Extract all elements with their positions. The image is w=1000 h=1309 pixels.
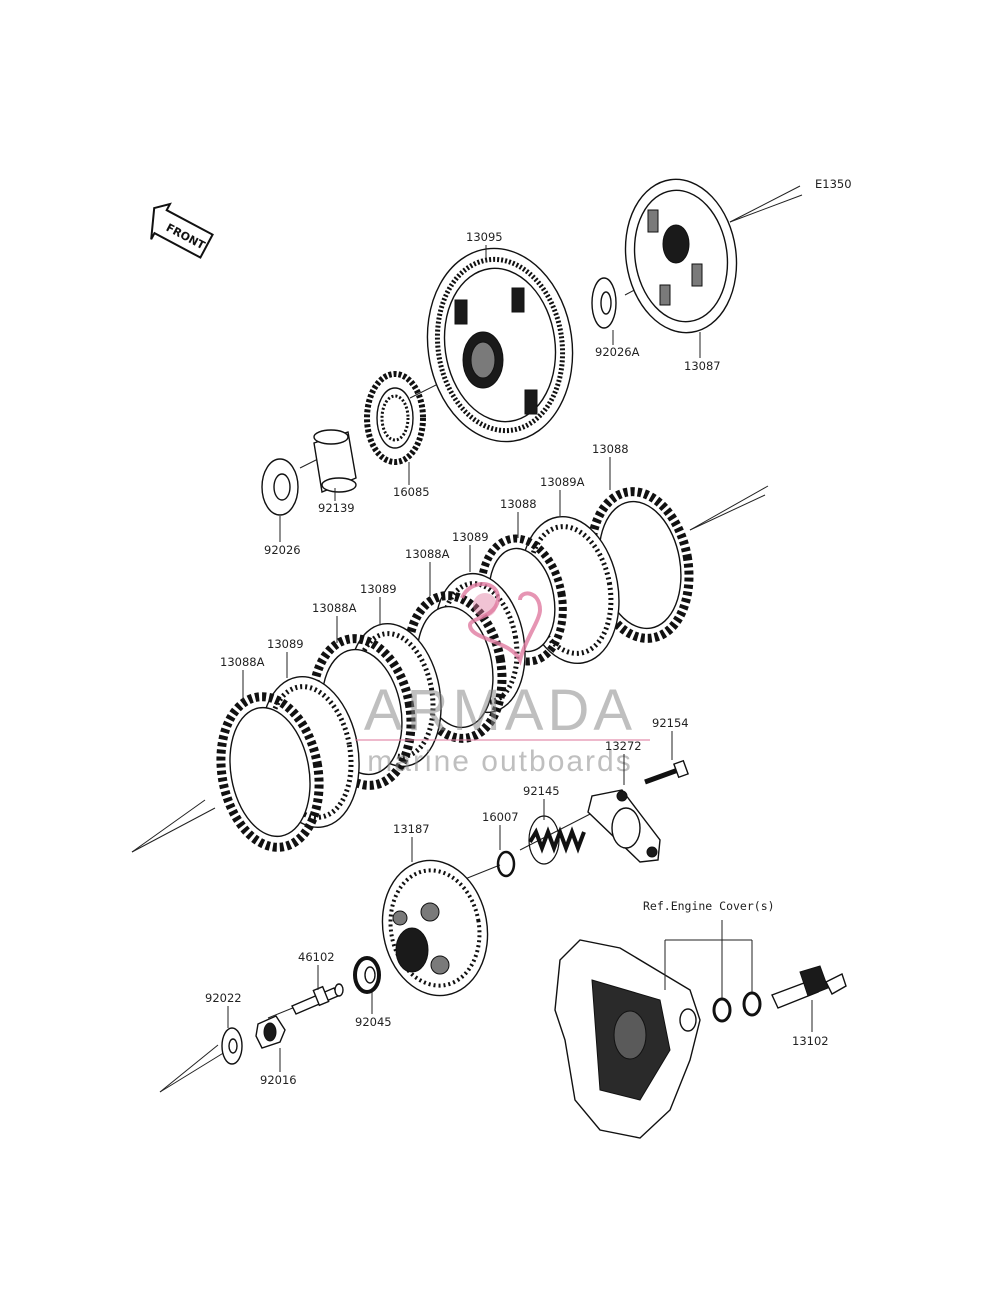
washer-92026a [591, 277, 617, 329]
bearing [742, 991, 762, 1017]
label-92045: 92045 [355, 1015, 392, 1029]
bracket-lines [664, 920, 753, 1005]
label-16007: 16007 [482, 810, 519, 824]
label-92154: 92154 [652, 716, 689, 730]
label-13187: 13187 [393, 822, 430, 836]
clutch-housing-13095 [426, 247, 574, 443]
engine-cover-reference [554, 939, 701, 1139]
friction-plate-13088a-a [216, 692, 324, 852]
label-13089-d: 13089 [452, 530, 489, 544]
watermark-tagline: marine outboards [367, 745, 632, 778]
bearing-92045 [353, 956, 381, 994]
bolt-92154 [644, 759, 689, 785]
clutch-housing-cover-13087 [624, 178, 738, 334]
spring-92145 [528, 815, 586, 865]
release-shaft-13102 [771, 965, 847, 1009]
label-13102: 13102 [792, 1034, 829, 1048]
ring-16007 [496, 850, 516, 878]
diagram-code: E1350 [815, 177, 852, 191]
washer-92026 [261, 458, 299, 516]
pushrod-46102 [291, 983, 344, 1015]
pressure-plate-13187 [381, 859, 489, 997]
label-13095: 13095 [466, 230, 503, 244]
part-labels: 13095 92026A 13087 16085 92139 92026 130… [205, 230, 829, 1087]
label-13088a-a: 13088A [220, 655, 265, 669]
label-13088a-b: 13088A [312, 601, 357, 615]
front-arrow-icon: FRONT [150, 202, 214, 259]
label-13088-rear: 13088 [592, 442, 629, 456]
sleeve-92139 [313, 429, 357, 493]
label-92139: 92139 [318, 501, 355, 515]
label-92016: 92016 [260, 1073, 297, 1087]
label-13089-b: 13089 [267, 637, 304, 651]
nut-92016 [255, 1015, 286, 1049]
label-16085: 16085 [393, 485, 430, 499]
watermark-logo-icon [460, 582, 543, 666]
label-46102: 46102 [298, 950, 335, 964]
label-13089a: 13089A [540, 475, 585, 489]
label-92022: 92022 [205, 991, 242, 1005]
label-13088a-c: 13088A [405, 547, 450, 561]
washer-92022 [221, 1027, 243, 1065]
label-92026: 92026 [264, 543, 301, 557]
label-13087: 13087 [684, 359, 721, 373]
watermark-brand: ARMADA [364, 678, 636, 743]
plate-13272 [587, 789, 661, 863]
label-92026a: 92026A [595, 345, 640, 359]
oil-seal [712, 997, 732, 1023]
label-13089-c: 13089 [360, 582, 397, 596]
label-92145: 92145 [523, 784, 560, 798]
label-13272: 13272 [605, 739, 642, 753]
gear-16085 [364, 371, 426, 465]
label-13088-mid: 13088 [500, 497, 537, 511]
reference-label: Ref.Engine Cover(s) [643, 899, 775, 913]
